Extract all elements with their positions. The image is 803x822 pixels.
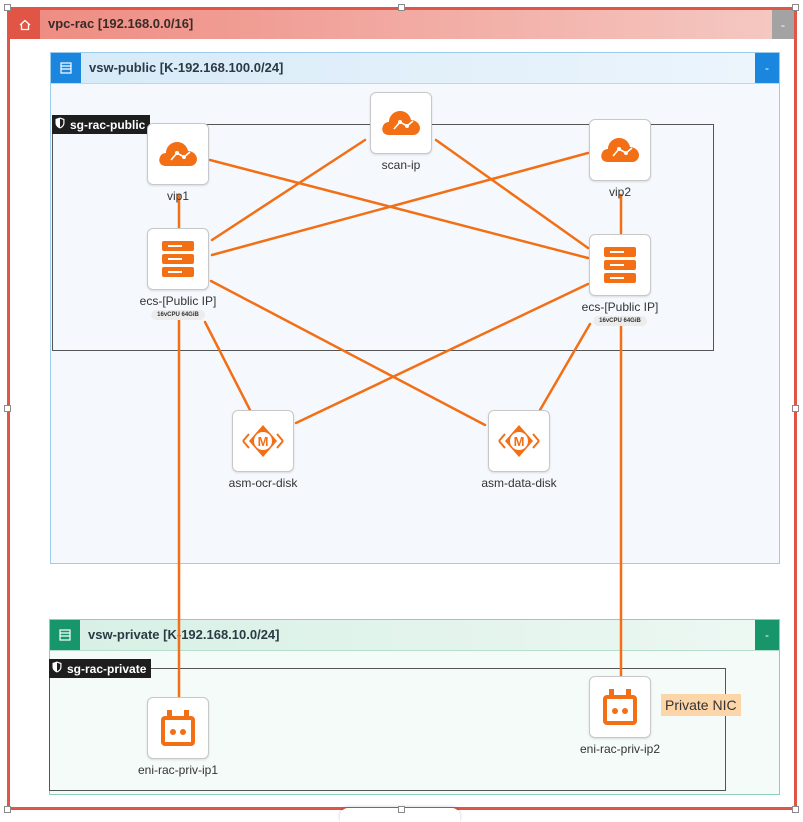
spec-badge: 16vCPU 64GiB	[151, 310, 205, 320]
resize-handle-top-left[interactable]	[4, 4, 11, 11]
vsw-public-header: vsw-public [K-192.168.100.0/24] -	[51, 53, 779, 84]
cloud-icon	[382, 111, 420, 135]
node-ecs1[interactable]: ecs-[Public IP] 16vCPU 64GiB	[140, 228, 216, 320]
sg-private-tag: sg-rac-private	[49, 659, 152, 678]
edge-ecs2-data[interactable]	[538, 322, 592, 412]
resize-handle-bottom-center[interactable]	[398, 806, 405, 813]
node-asm-ocr-disk[interactable]: M asm-ocr-disk	[229, 410, 297, 490]
node-label: ecs-[Public IP]	[139, 294, 217, 308]
resize-handle-top-right[interactable]	[792, 4, 799, 11]
vpc-collapse-button[interactable]: -	[772, 10, 794, 39]
node-label: vip2	[608, 185, 632, 199]
node-vip1[interactable]: vip1	[147, 123, 209, 203]
node-scan-ip[interactable]: scan-ip	[370, 92, 432, 172]
node-label: ecs-[Public IP]	[581, 300, 659, 314]
vsw-private-header: vsw-private [K-192.168.10.0/24] -	[50, 620, 779, 651]
home-icon	[10, 10, 40, 39]
server-icon	[162, 241, 194, 277]
switch-icon	[50, 620, 80, 650]
spec-badge: 16vCPU 64GiB	[593, 316, 647, 326]
sg-private-container[interactable]: sg-rac-private	[49, 659, 726, 791]
vpc-title: vpc-rac [192.168.0.0/16]	[48, 16, 194, 31]
node-label: vip1	[166, 189, 190, 203]
cloud-icon	[601, 138, 639, 162]
resize-handle-middle-left[interactable]	[4, 405, 11, 412]
note-label[interactable]: Private NIC	[661, 694, 741, 716]
sg-public-tag: sg-rac-public	[52, 115, 151, 134]
node-label: eni-rac-priv-ip2	[579, 742, 661, 756]
shield-icon	[52, 661, 62, 676]
svg-text:M: M	[514, 434, 525, 449]
resize-handle-bottom-left[interactable]	[4, 806, 11, 813]
sg-public-label: sg-rac-public	[70, 117, 146, 132]
vsw-public-title: vsw-public [K-192.168.100.0/24]	[89, 60, 284, 75]
node-vip2[interactable]: vip2	[589, 119, 651, 199]
node-label: scan-ip	[381, 158, 421, 172]
edge-scan-ecs2[interactable]	[434, 138, 590, 250]
node-ecs2[interactable]: ecs-[Public IP] 16vCPU 64GiB	[582, 234, 658, 326]
edge-scan-ecs1[interactable]	[210, 138, 367, 242]
node-asm-data-disk[interactable]: M asm-data-disk	[481, 410, 557, 490]
edge-ecs1-ocr[interactable]	[203, 320, 252, 412]
node-eni-rac-priv-ip2[interactable]: eni-rac-priv-ip2	[580, 676, 660, 756]
disk-icon: M	[242, 425, 284, 457]
resize-handle-middle-right[interactable]	[792, 405, 799, 412]
vsw-private-container[interactable]: vsw-private [K-192.168.10.0/24] -	[49, 619, 780, 795]
eni-icon	[161, 710, 195, 746]
node-label: asm-ocr-disk	[228, 476, 298, 490]
sg-private-label: sg-rac-private	[67, 661, 147, 676]
eni-icon	[603, 689, 637, 725]
disk-icon: M	[498, 425, 540, 457]
vsw-private-collapse-button[interactable]: -	[755, 620, 779, 650]
resize-handle-bottom-right[interactable]	[792, 806, 799, 813]
shield-icon	[55, 117, 65, 132]
edge-ecs1-data[interactable]	[209, 279, 487, 427]
edge-ecs2-ocr[interactable]	[294, 282, 590, 425]
vsw-private-title: vsw-private [K-192.168.10.0/24]	[88, 627, 280, 642]
svg-text:M: M	[258, 434, 269, 449]
server-icon	[604, 247, 636, 283]
vsw-public-collapse-button[interactable]: -	[755, 53, 779, 83]
edge-vip1-ecs2[interactable]	[208, 158, 590, 260]
edge-vip2-ecs1[interactable]	[210, 151, 590, 257]
resize-handle-top-center[interactable]	[398, 4, 405, 11]
node-label: eni-rac-priv-ip1	[137, 763, 219, 777]
switch-icon	[51, 53, 81, 83]
vpc-header: vpc-rac [192.168.0.0/16] -	[10, 10, 794, 39]
cloud-icon	[159, 142, 197, 166]
node-eni-rac-priv-ip1[interactable]: eni-rac-priv-ip1	[138, 697, 218, 777]
node-label: asm-data-disk	[481, 476, 557, 490]
